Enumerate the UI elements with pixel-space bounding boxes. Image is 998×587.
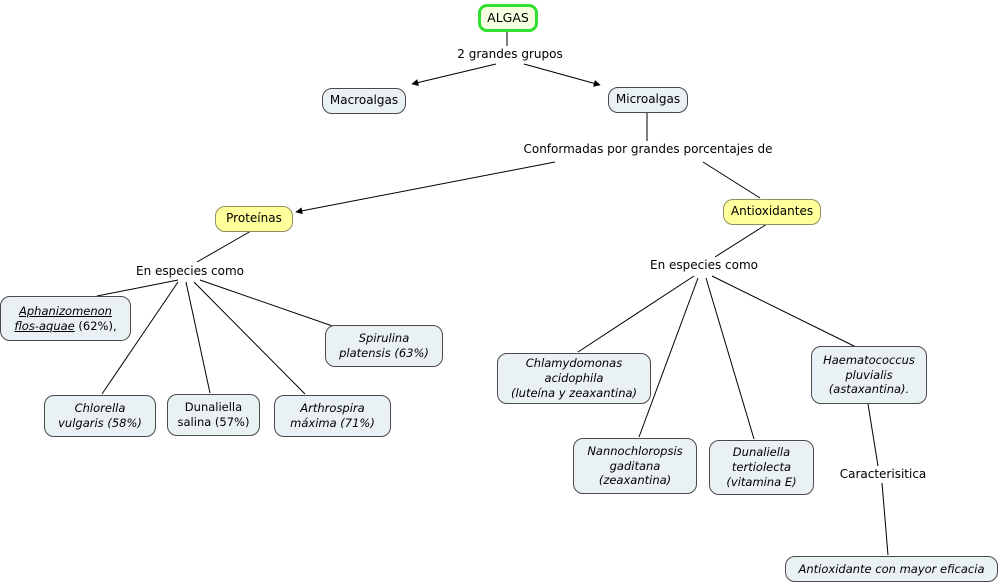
line-especies-dunaliella-salina [185,281,211,394]
node-macroalgas-label: Macroalgas [329,93,399,108]
species-name-line1: Dunaliella [732,445,791,460]
line-especies-chlorella [101,281,179,395]
node-nannochloropsis-label: Nannochloropsis gaditana (zeaxantina) [587,444,682,489]
phrase-label: 2 grandes grupos [457,47,563,61]
node-chlorella[interactable]: Chlorella vulgaris (58%) [44,395,156,437]
species-name-line2: platensis (63%) [339,346,429,360]
line-grupos-macroalgas [411,63,497,86]
phrase-caracteristica[interactable]: Caracterisitica [833,467,933,481]
species-name-line2: vulgaris (58%) [58,416,142,430]
species-name-line1: Dunaliella [184,400,243,415]
species-name-line2: tertiolecta [731,460,792,475]
node-dunaliella-tertiolecta[interactable]: Dunaliella tertiolecta (vitamina E) [709,440,814,495]
species-name-line3: (luteína y zeaxantina) [510,385,638,400]
species-name-line1: Nannochloropsis [587,443,683,458]
node-chlamydomonas-label: Chlamydomonas acidophila (luteína y zeax… [511,356,637,401]
species-name-line2: flos-aquae [14,318,75,333]
line-especies-dunaliella-tertiolecta [705,277,755,440]
node-haematococcus[interactable]: Haematococcus pluvialis (astaxantina). [811,346,927,404]
node-nannochloropsis[interactable]: Nannochloropsis gaditana (zeaxantina) [573,438,697,494]
phrase-label: En especies como [650,258,758,272]
line-conformadas-antioxidantes [702,161,761,199]
species-name-line2: salina (57%) [177,415,250,429]
species-name-line2: acidophila [544,371,604,386]
node-spirulina[interactable]: Spirulina platensis (63%) [325,325,443,367]
line-antioxidantes-especies [714,223,768,258]
phrase-label: En especies como [136,264,244,278]
node-dunaliella-salina-label: Dunaliella salina (57%) [178,400,250,430]
node-macroalgas[interactable]: Macroalgas [322,88,406,114]
species-name-line2: pluvialis [845,367,893,382]
node-aphanizomenon-label: Aphanizomenon flos-aquae (62%), [14,304,116,334]
node-arthrospira-label: Arthrospira máxima (71%) [290,401,375,431]
node-dunaliella-tertiolecta-label: Dunaliella tertiolecta (vitamina E) [726,445,796,490]
node-dunaliella-salina[interactable]: Dunaliella salina (57%) [167,394,260,436]
node-antioxidante-eficacia[interactable]: Antioxidante con mayor eficacia [785,556,998,582]
node-antioxidantes[interactable]: Antioxidantes [723,199,821,225]
species-name-line3: (zeaxantina) [598,473,672,488]
line-grupos-microalgas [523,63,601,87]
line-especies-chlamydomonas [577,275,695,353]
node-algas[interactable]: ALGAS [478,4,538,32]
species-name-line1: Aphanizomenon [19,303,112,318]
species-name-line2: gaditana [609,458,661,473]
node-proteinas-label: Proteínas [226,211,282,226]
node-antioxidantes-label: Antioxidantes [730,204,814,219]
node-spirulina-label: Spirulina platensis (63%) [339,331,429,361]
node-antioxidante-eficacia-label: Antioxidante con mayor eficacia [798,561,985,576]
line-especies-nannochloropsis [638,277,699,438]
phrase-label: Conformadas por grandes porcentajes de [523,142,773,156]
species-name-line1: Haematococcus [823,352,915,367]
node-chlamydomonas[interactable]: Chlamydomonas acidophila (luteína y zeax… [497,353,651,404]
phrase-especies-izquierda[interactable]: En especies como [130,264,250,278]
species-name-line1: Chlamydomonas [525,356,623,371]
line-especies-aphanizomenon [96,279,179,297]
node-aphanizomenon[interactable]: Aphanizomenon flos-aquae (62%), [0,296,131,341]
phrase-especies-derecha[interactable]: En especies como [644,258,764,272]
species-name-line3: (vitamina E) [726,474,797,489]
line-conformadas-proteinas [295,161,556,215]
phrase-label: Caracterisitica [839,467,927,481]
node-arthrospira[interactable]: Arthrospira máxima (71%) [274,395,391,437]
species-name-line1: Arthrospira [300,401,365,416]
phrase-conformadas[interactable]: Conformadas por grandes porcentajes de [517,142,779,156]
node-chlorella-label: Chlorella vulgaris (58%) [58,401,142,431]
species-name-line1: Spirulina [358,331,410,346]
node-microalgas[interactable]: Microalgas [608,87,688,113]
species-name-line1: Chlorella [74,401,126,416]
phrase-dos-grandes-grupos[interactable]: 2 grandes grupos [445,47,575,61]
node-algas-label: ALGAS [487,9,529,25]
node-proteinas[interactable]: Proteínas [215,206,293,232]
line-especies-arthrospira [193,281,306,395]
line-caracteristica-eficacia [881,482,889,556]
line-haematococcus-caracteristica [867,403,879,467]
species-name-line2: máxima (71%) [290,416,375,430]
line-proteinas-especies [196,230,252,263]
species-name-line3: (astaxantina). [828,382,910,397]
line-especies-spirulina [199,279,345,331]
node-microalgas-label: Microalgas [615,92,681,107]
node-haematococcus-label: Haematococcus pluvialis (astaxantina). [823,353,915,398]
line-especies-haematococcus [711,275,861,350]
species-percent: (62%), [74,318,117,333]
